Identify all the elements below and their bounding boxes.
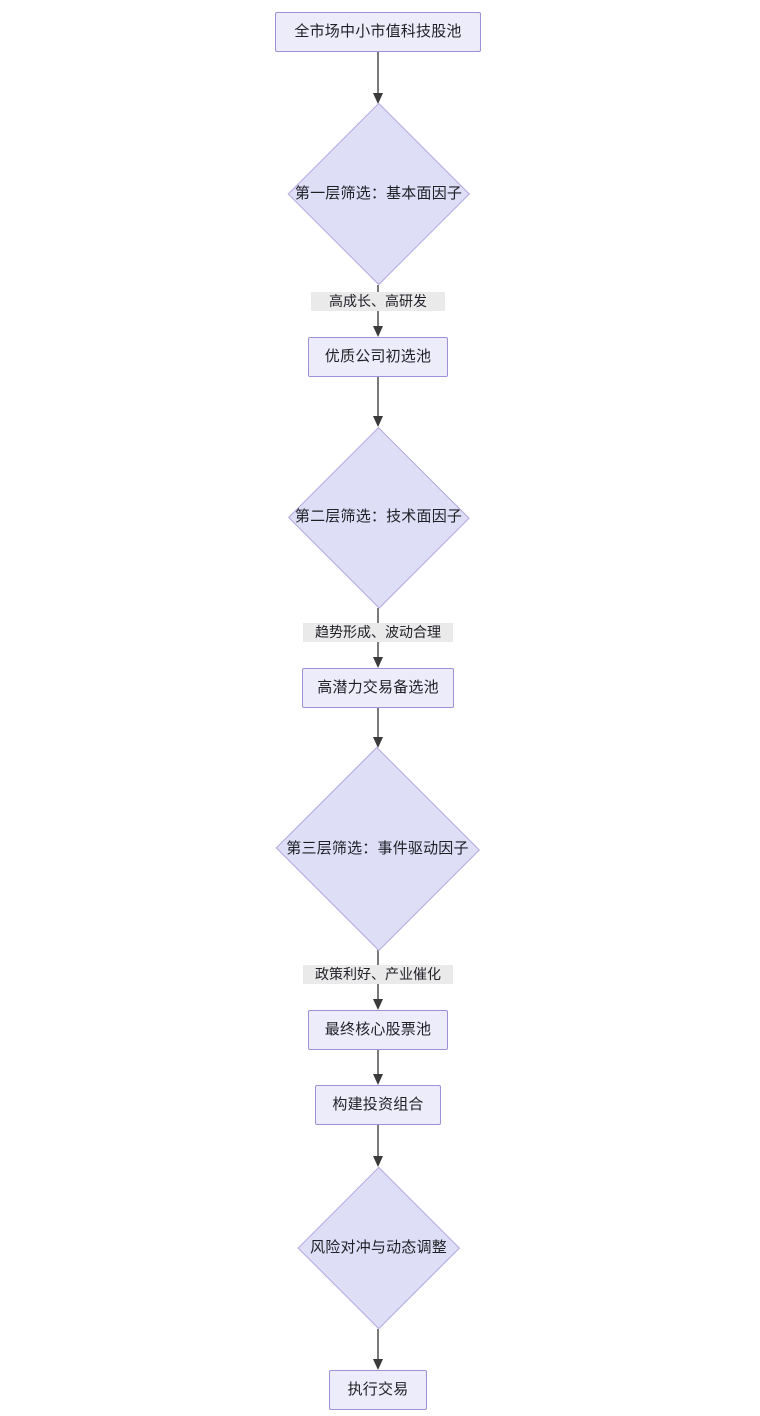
edge-label-policy-benefit-industry-catalysis: 政策利好、产业催化 [303,965,453,984]
arrow-head-n9-n10 [373,1359,383,1370]
node-label: 第三层筛选：事件驱动因子 [286,839,469,857]
node-screen-level-3[interactable]: 第三层筛选：事件驱动因子 [274,746,481,952]
node-screen-level-2[interactable]: 第二层筛选：技术面因子 [287,426,470,609]
node-execute-trade[interactable]: 执行交易 [329,1370,427,1410]
node-screen-level-1[interactable]: 第一层筛选：基本面因子 [287,102,470,286]
arrow-head-n3-n4 [373,416,383,427]
node-label: 第二层筛选：技术面因子 [294,508,463,526]
node-label: 最终核心股票池 [324,1020,432,1038]
node-label: 全市场中小市值科技股池 [294,22,462,40]
node-label: 优质公司初选池 [324,347,432,365]
node-label: 构建投资组合 [332,1095,424,1113]
arrow-head-n4-n5 [373,657,383,668]
arrow-head-n7-n8 [373,1074,383,1085]
arrow-head-n2-n3 [373,326,383,337]
node-risk-hedge-dynamic-adjust[interactable]: 风险对冲与动态调整 [297,1166,460,1330]
node-final-core-stock-pool[interactable]: 最终核心股票池 [308,1010,448,1050]
arrow-head-n5-n6 [373,737,383,748]
arrow-head-n8-n9 [373,1156,383,1167]
node-label: 风险对冲与动态调整 [310,1238,447,1256]
edge-label-trend-formed-volatility-reasonable: 趋势形成、波动合理 [303,623,453,642]
arrow-head-n6-n7 [373,999,383,1010]
node-quality-company-preselect-pool[interactable]: 优质公司初选池 [308,337,448,377]
node-label: 高潜力交易备选池 [317,678,439,696]
node-market-stock-pool[interactable]: 全市场中小市值科技股池 [275,12,481,52]
edge-label-text: 高成长、高研发 [329,293,427,309]
edge-label-text: 政策利好、产业催化 [315,966,441,982]
edge-label-high-growth-high-rd: 高成长、高研发 [311,292,445,311]
node-label: 执行交易 [347,1380,409,1398]
node-label: 第一层筛选：基本面因子 [294,184,463,202]
node-high-potential-trading-candidate-pool[interactable]: 高潜力交易备选池 [302,668,454,708]
node-build-portfolio[interactable]: 构建投资组合 [315,1085,441,1125]
edge-label-text: 趋势形成、波动合理 [315,624,441,640]
